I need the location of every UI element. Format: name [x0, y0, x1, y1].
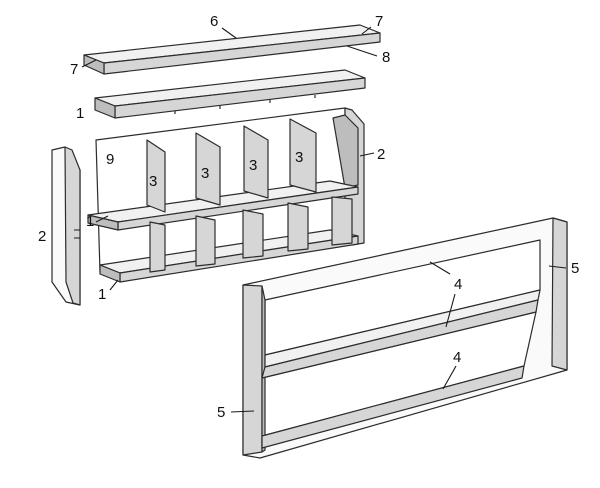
upper-shelf-board — [94, 69, 366, 119]
label-part-8: 8 — [382, 49, 390, 66]
label-part-3-third: 3 — [249, 157, 257, 174]
label-part-1-bottom-shelf: 1 — [98, 286, 106, 303]
label-part-1-top-shelf: 1 — [76, 105, 84, 122]
label-part-5-left: 5 — [217, 404, 225, 421]
left-side-panel — [51, 146, 81, 306]
label-part-4-lower: 4 — [453, 349, 461, 366]
label-part-9: 9 — [106, 151, 114, 168]
label-part-1-middle-shelf: 1 — [86, 213, 94, 230]
cubby-unit — [87, 107, 365, 283]
label-part-6: 6 — [210, 13, 218, 30]
top-board — [83, 24, 381, 75]
label-part-3-first: 3 — [149, 173, 157, 190]
label-part-5-right: 5 — [571, 260, 579, 277]
callout-labels: 6 7 8 7 1 9 3 3 3 3 2 2 1 1 4 4 5 5 — [38, 13, 579, 421]
label-part-2-right: 2 — [377, 146, 385, 163]
label-part-2-left: 2 — [38, 228, 46, 245]
leader-lines — [81, 26, 567, 413]
label-part-7-left: 7 — [70, 61, 78, 78]
label-part-3-fourth: 3 — [295, 149, 303, 166]
label-part-4-upper: 4 — [454, 276, 462, 293]
label-part-7-top-right: 7 — [375, 13, 383, 30]
label-part-3-second: 3 — [201, 165, 209, 182]
face-frame — [242, 217, 568, 459]
